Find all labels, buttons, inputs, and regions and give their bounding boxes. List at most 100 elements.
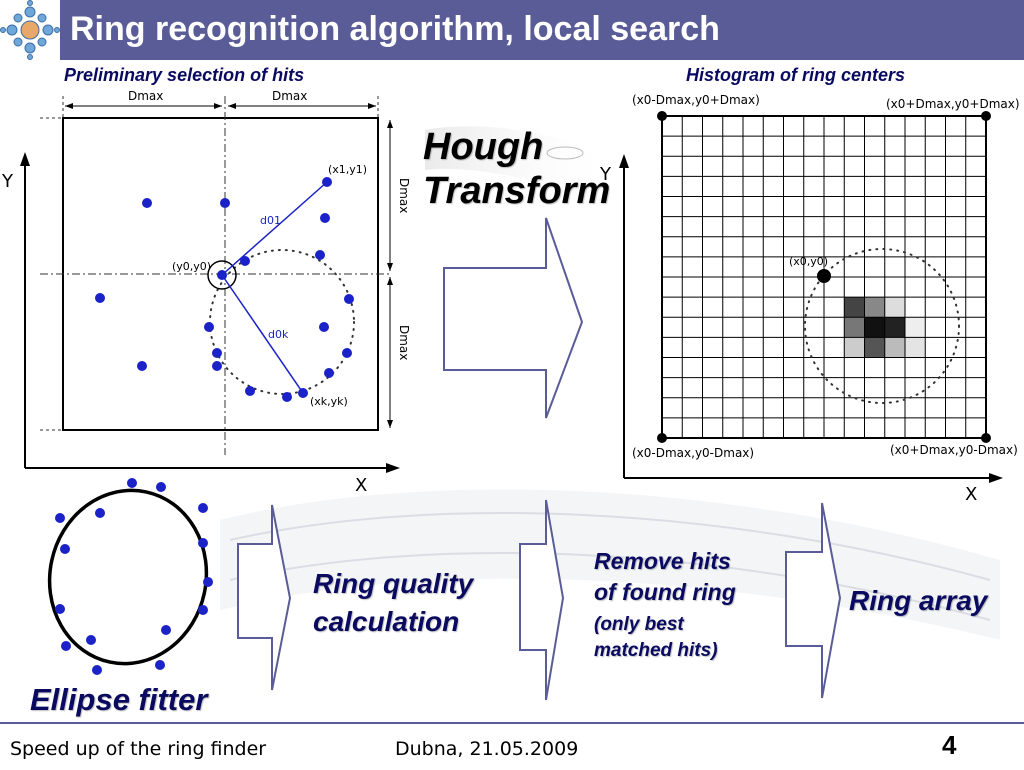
- dmax-label-top-left: Dmax: [128, 89, 163, 103]
- hit-dot: [298, 388, 308, 398]
- hit-dot: [324, 368, 334, 378]
- histogram-border: [661, 115, 987, 439]
- slide-footer: Speed up of the ring finder Dubna, 21.05…: [0, 722, 1024, 770]
- flow-background-graphic: [220, 489, 1000, 640]
- dmax-label-side-bottom: Dmax: [397, 325, 411, 360]
- ellipse-hit-dot: [155, 660, 165, 670]
- remove-label-line2: of found ring: [594, 579, 736, 605]
- hit-dot: [217, 270, 227, 280]
- hit-dot: [245, 386, 255, 396]
- hit-dot: [320, 213, 330, 223]
- axis-x-label: X: [355, 475, 367, 496]
- hit-dot: [212, 361, 222, 371]
- title-bar: Ring recognition algorithm, local search: [60, 0, 1024, 60]
- ellipse-hit-dot: [95, 508, 105, 518]
- quality-label-line1: Ring quality: [313, 568, 474, 599]
- ellipse-hit-dot: [198, 538, 208, 548]
- histogram-cell: [844, 297, 865, 318]
- right-figure-heading: Histogram of ring centers: [686, 65, 906, 85]
- ellipse-hit-dot: [55, 604, 65, 614]
- axis-y-label: Y: [1, 171, 14, 192]
- logo-icon: [0, 0, 60, 60]
- hist-axis-x-label: X: [965, 484, 977, 505]
- ellipse-hit-dot: [61, 641, 71, 651]
- footer-place-date: Dubna, 21.05.2009: [395, 738, 579, 760]
- flow-arrow-1-icon: [237, 504, 292, 691]
- ellipse-hit-dot: [55, 513, 65, 523]
- remove-note-line2: matched hits): [594, 640, 718, 661]
- hough-background-graphic: [425, 126, 605, 210]
- remove-note-line1: (only best: [594, 614, 684, 635]
- hit-dot: [204, 322, 214, 332]
- candidate-ring-outline: [209, 249, 355, 395]
- ellipse-hit-dot: [92, 665, 102, 675]
- x-axis-arrow-icon: [386, 463, 400, 473]
- hough-arrow-icon: [443, 217, 584, 419]
- corner-label-bottom-left: (x0-Dmax,y0-Dmax): [632, 446, 754, 460]
- last-hit-label: (xk,yk): [310, 395, 348, 408]
- hist-x-axis-arrow-icon: [989, 473, 1003, 483]
- distance-line-d0k: [221, 274, 304, 394]
- hit-dot: [342, 348, 352, 358]
- y-axis-arrow-icon: [20, 152, 30, 166]
- ellipse-hit-dot: [198, 605, 208, 615]
- histogram-cell: [844, 337, 865, 358]
- histogram-cell: [864, 337, 885, 358]
- histogram-seed-label: (x0,y0): [789, 255, 828, 268]
- flow-arrow-3-icon: [785, 502, 842, 699]
- histogram-cell: [864, 297, 885, 318]
- seed-hit-marker: [207, 260, 237, 290]
- hit-dot: [220, 198, 230, 208]
- hit-dot: [137, 361, 147, 371]
- hist-y-axis-arrow-icon: [619, 154, 629, 168]
- histogram-cell: [844, 317, 865, 338]
- hist-axis-y-label: Y: [599, 164, 612, 185]
- flow-arrow-2-icon: [519, 499, 565, 701]
- hit-dot: [95, 293, 105, 303]
- hough-transform-label: Hough Transform: [423, 125, 610, 213]
- hit-dot: [344, 294, 354, 304]
- remove-hits-note: (only best matched hits): [594, 612, 718, 664]
- histogram-cell: [884, 317, 905, 338]
- hit-dot: [282, 392, 292, 402]
- d0k-label: d0k: [268, 328, 289, 341]
- footer-talk-title: Speed up of the ring finder: [10, 738, 267, 760]
- ring-array-label: Ring array: [849, 585, 988, 616]
- ellipse-hit-dot: [127, 478, 137, 488]
- seed-hit-label: (y0,y0): [172, 260, 211, 273]
- slide-title: Ring recognition algorithm, local search: [70, 10, 720, 48]
- ring-quality-label: Ring quality calculation: [313, 565, 473, 641]
- ellipse-hit-dot: [198, 503, 208, 513]
- corner-label-top-right: (x0+Dmax,y0+Dmax): [886, 97, 1020, 111]
- histogram-cell: [905, 337, 926, 358]
- histogram-cell: [884, 297, 905, 318]
- first-hit-label: (x1,y1): [328, 163, 367, 176]
- hough-label-line2: Transform: [423, 170, 611, 212]
- remove-label-line1: Remove hits: [594, 548, 731, 574]
- hit-dot: [322, 177, 332, 187]
- dmax-label-side-top: Dmax: [397, 178, 411, 213]
- histogram-cell: [884, 337, 905, 358]
- hough-label-line1: Hough: [423, 126, 544, 168]
- hit-dot: [212, 348, 222, 358]
- ellipse-hit-dot: [203, 577, 213, 587]
- left-figure-heading: Preliminary selection of hits: [64, 65, 305, 85]
- ellipse-hit-dot: [60, 544, 70, 554]
- corner-label-top-left: (x0-Dmax,y0+Dmax): [632, 93, 760, 107]
- hit-dot: [319, 322, 329, 332]
- ellipse-hit-dot: [86, 635, 96, 645]
- remove-hits-label: Remove hits of found ring: [594, 546, 736, 608]
- quality-label-line2: calculation: [313, 606, 460, 637]
- ellipse-fitter-label: Ellipse fitter: [30, 682, 208, 717]
- ellipse-hit-dot: [161, 625, 171, 635]
- hit-dot: [240, 256, 250, 266]
- histogram-cell: [905, 317, 926, 338]
- ellipse-hit-dot: [156, 482, 166, 492]
- histogram-cell: [864, 317, 885, 338]
- hit-dot: [142, 198, 152, 208]
- corner-label-bottom-right: (x0+Dmax,y0-Dmax): [890, 443, 1018, 457]
